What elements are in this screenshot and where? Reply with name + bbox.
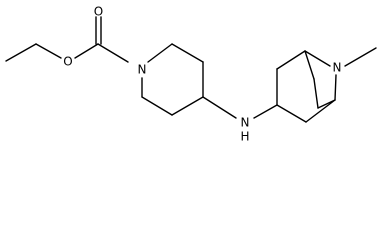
bond-c1-c7 bbox=[304, 50, 315, 80]
bond-c4-nh bbox=[202, 96, 237, 119]
atom-label-bridge-n: N bbox=[333, 61, 342, 75]
atom-label-amine-n: N bbox=[241, 116, 250, 130]
bond-c5-c6 bbox=[141, 96, 173, 116]
bond-ester-o-carbonyl-c bbox=[74, 43, 99, 59]
bond-c1-n8 bbox=[304, 50, 331, 67]
bond-nh-c3-bicycle bbox=[253, 104, 278, 119]
azabicyclooctane bbox=[276, 47, 377, 123]
atom-label-piperidine-n: N bbox=[138, 63, 147, 77]
bond-c2-c3 bbox=[171, 43, 204, 63]
atom-label-carbonyl-o: O bbox=[94, 5, 103, 19]
piperidine-ring bbox=[141, 43, 204, 116]
bond-n8-methyl bbox=[344, 47, 377, 67]
atom-labels: O O N N H N bbox=[63, 5, 341, 144]
bond-c2-c1 bbox=[276, 50, 306, 70]
bond-ethyl-ch3-ch2 bbox=[5, 43, 37, 62]
molecule-diagram: O O N N H N bbox=[5, 5, 377, 144]
atom-label-amine-h: H bbox=[240, 130, 249, 144]
bond-c7-c6 bbox=[313, 78, 319, 109]
amine-linker bbox=[202, 96, 278, 119]
bond-n8-c5 bbox=[334, 74, 337, 101]
bond-n-c2 bbox=[147, 43, 173, 63]
bond-c4-c3 bbox=[276, 104, 307, 123]
atom-label-ester-o: O bbox=[63, 55, 72, 69]
ethyl-ester-group bbox=[5, 16, 129, 63]
bond-c4-c5 bbox=[171, 96, 204, 116]
bond-carbonyl-c-ring-n bbox=[97, 43, 129, 63]
bond-ch2-ester-o bbox=[35, 43, 62, 59]
bond-c5-c4 bbox=[305, 99, 336, 123]
